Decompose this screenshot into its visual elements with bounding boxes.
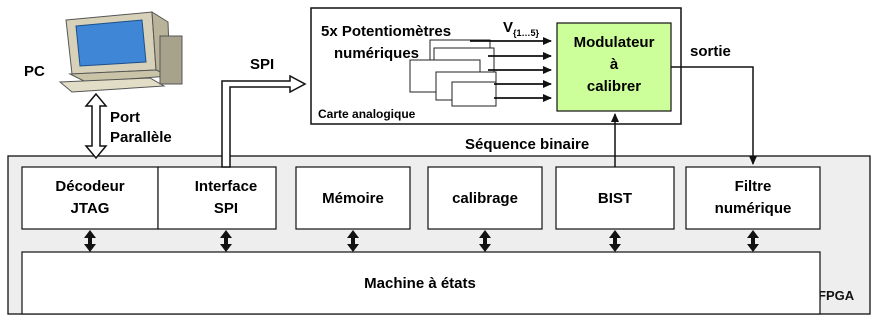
potentiometer-stack: [409, 39, 497, 107]
state-machine-block: [21, 251, 821, 315]
modulator-line1: Modulateur: [574, 34, 655, 51]
module-spi: Interface SPI: [157, 166, 277, 230]
module-calibrage: calibrage: [427, 166, 543, 230]
state-machine-label: Machine à états: [364, 275, 476, 292]
bus-arrow-jtag: [84, 230, 96, 252]
module-filtre-line1: Filtre: [735, 178, 772, 195]
bus-arrow-spi: [220, 230, 232, 252]
pc-label: PC: [24, 63, 45, 80]
module-filtre: Filtre numérique: [685, 166, 821, 230]
analog-board-footer: Carte analogique: [318, 107, 416, 121]
module-filtre-line2: numérique: [715, 200, 792, 217]
module-jtag-line1: Décodeur: [55, 178, 124, 195]
port-label-line1: Port: [110, 109, 140, 126]
module-jtag: Décodeur JTAG: [21, 166, 159, 230]
modulator-line3: calibrer: [587, 78, 641, 95]
bus-arrow-calibrage: [479, 230, 491, 252]
binary-sequence-label: Séquence binaire: [465, 136, 589, 153]
output-arrow: [671, 66, 757, 165]
module-spi-line2: SPI: [214, 200, 238, 217]
spi-arrow: [221, 74, 307, 168]
pc-computer-icon: [58, 11, 183, 93]
analog-board-title-line1: 5x Potentiomètres: [321, 23, 451, 40]
bus-arrow-memoire: [347, 230, 359, 252]
parallel-port-arrow: [84, 92, 108, 160]
bus-arrow-filtre: [747, 230, 759, 252]
port-label-line2: Parallèle: [110, 129, 172, 146]
output-label: sortie: [690, 43, 731, 60]
bus-arrow-bist: [609, 230, 621, 252]
modulator-line2: à: [610, 56, 619, 73]
module-jtag-line2: JTAG: [71, 200, 110, 217]
voltage-arrows: [470, 37, 552, 102]
bus-arrows: [84, 230, 759, 252]
voltage-symbol: V: [503, 19, 513, 36]
module-calibrage-label: calibrage: [452, 190, 518, 207]
analog-board-title-line2: numériques: [334, 45, 419, 62]
module-bist-label: BIST: [598, 190, 632, 207]
spi-label: SPI: [250, 56, 274, 73]
voltage-label: V{1…5}: [503, 19, 540, 38]
fpga-label: FPGA: [818, 288, 855, 303]
modulator-block: [556, 22, 672, 112]
module-memoire: Mémoire: [295, 166, 411, 230]
module-memoire-label: Mémoire: [322, 190, 384, 207]
voltage-subscript: {1…5}: [513, 28, 540, 38]
module-spi-line1: Interface: [195, 178, 258, 195]
module-bist: BIST: [555, 166, 675, 230]
